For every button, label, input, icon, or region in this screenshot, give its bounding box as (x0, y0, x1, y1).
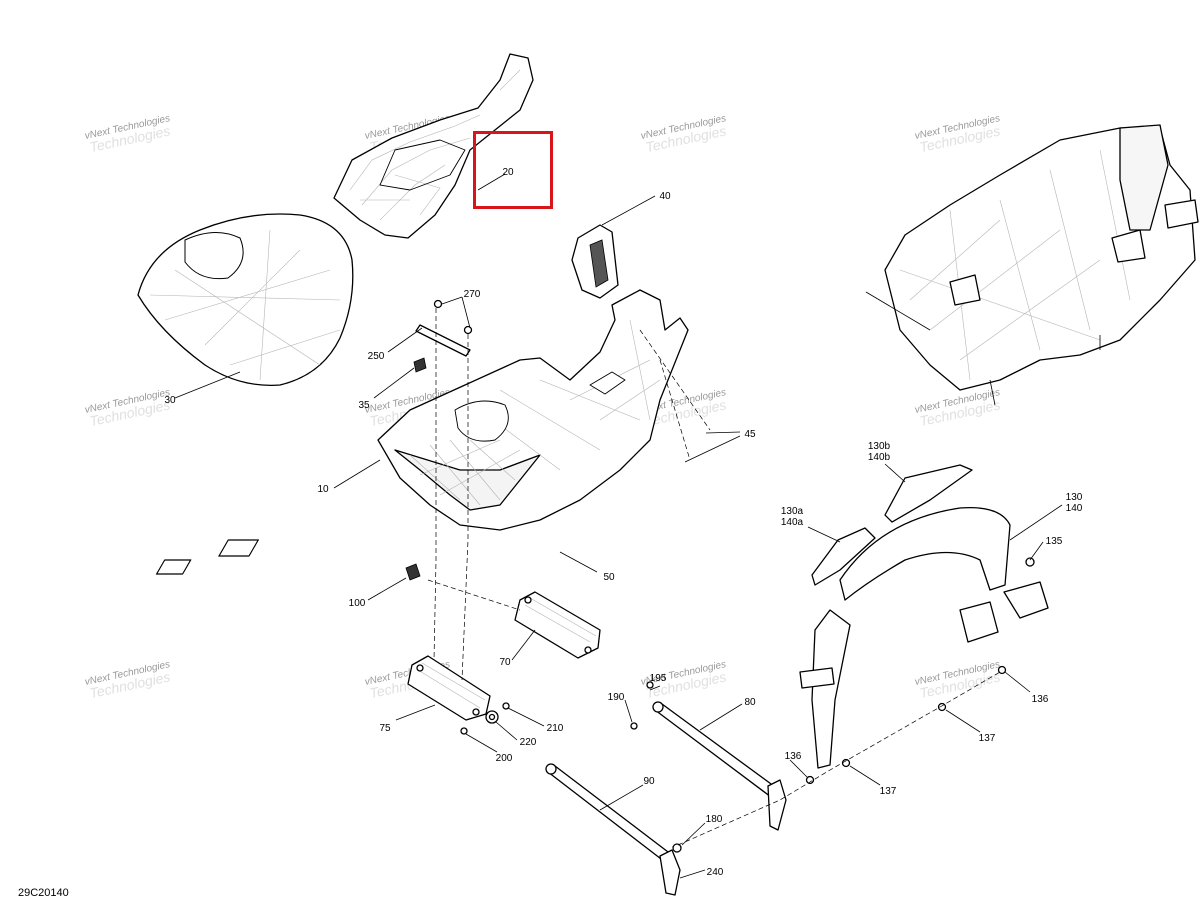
callout-100: 100 (349, 598, 366, 609)
callout-35: 35 (358, 400, 370, 411)
slide-rail-part-70 (514, 591, 601, 659)
small-hardware (155, 299, 473, 581)
fasteners-136-137 (460, 557, 1035, 853)
callout-200: 200 (496, 753, 513, 764)
knob-part-100 (405, 563, 421, 581)
callout-70: 70 (499, 657, 511, 668)
callout-180: 180 (706, 814, 723, 825)
pad-part-50a (155, 559, 192, 575)
callout-137b: 137 (880, 786, 897, 797)
seat-belt-assembly-part-130 (799, 464, 1049, 769)
seat-shell-part-10 (377, 289, 689, 531)
callout-137a: 137 (979, 733, 996, 744)
screw-part-270b (463, 325, 473, 335)
highlight-box-part-20 (473, 131, 553, 209)
callout-75: 75 (379, 723, 391, 734)
slide-rail-part-75 (407, 655, 491, 721)
spacer-part-220 (485, 710, 499, 724)
callout-80: 80 (744, 697, 756, 708)
backrest-cushion-part-20 (333, 53, 534, 239)
seat-cushion-part-30 (137, 213, 354, 386)
callout-40: 40 (659, 191, 671, 202)
strip-part-250 (415, 324, 471, 357)
callout-136a: 136 (785, 751, 802, 762)
assembled-seat-view (865, 124, 1199, 406)
headrest-pad-part-40 (571, 224, 619, 299)
callout-270: 270 (464, 289, 481, 300)
crossbar-part-90 (545, 763, 681, 896)
callout-30: 30 (164, 395, 176, 406)
pad-part-50b (218, 539, 259, 557)
callout-210: 210 (547, 723, 564, 734)
callout-135: 135 (1046, 536, 1063, 547)
callout-240: 240 (707, 867, 724, 878)
callout-50: 50 (603, 572, 615, 583)
callout-220: 220 (520, 737, 537, 748)
callout-195: 195 (650, 673, 667, 684)
callout-10: 10 (317, 484, 329, 495)
crossbar-part-80 (652, 701, 787, 831)
callout-136b: 136 (1032, 694, 1049, 705)
assembly-lines (427, 308, 1001, 846)
trim-part-130a (811, 527, 876, 586)
trim-part-130b (884, 464, 973, 523)
callout-190: 190 (608, 692, 625, 703)
callout-45: 45 (744, 429, 756, 440)
leader-lines (174, 173, 1063, 879)
clip-part-35 (413, 357, 427, 373)
callout-20: 20 (502, 167, 514, 178)
screw-part-270a (433, 299, 443, 309)
drawing-code: 29C20140 (18, 887, 69, 899)
callout-90: 90 (643, 776, 655, 787)
callout-250: 250 (368, 351, 385, 362)
